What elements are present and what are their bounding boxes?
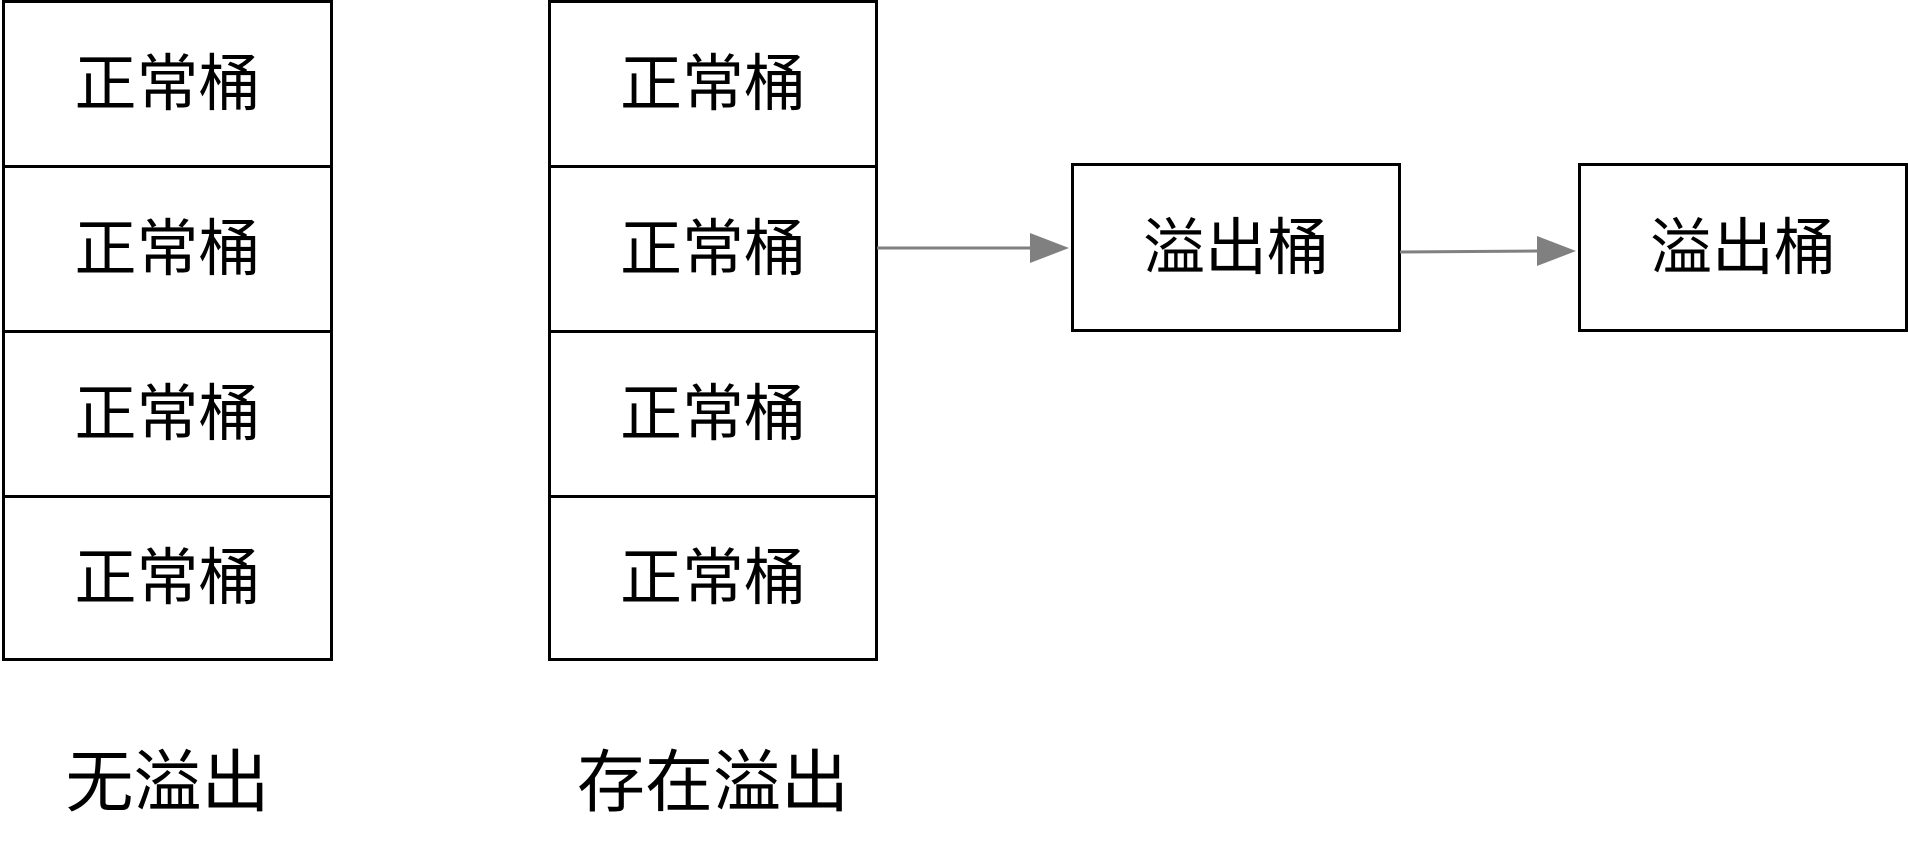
arrow-overflow-1-to-overflow-2 (1399, 236, 1576, 266)
normal-bucket-2: 正常桶 (2, 165, 333, 333)
normal-bucket-4: 正常桶 (2, 495, 333, 661)
normal-bucket-1: 正常桶 (548, 0, 878, 168)
normal-bucket-3: 正常桶 (2, 330, 333, 498)
caption-with-overflow: 存在溢出 (576, 744, 849, 823)
overflow-bucket-1: 溢出桶 (1071, 163, 1401, 332)
overflow-bucket-2: 溢出桶 (1578, 163, 1908, 332)
normal-bucket-1: 正常桶 (2, 0, 333, 168)
arrow-bucket-to-overflow-1 (877, 233, 1069, 263)
normal-bucket-4: 正常桶 (548, 495, 878, 661)
normal-bucket-2: 正常桶 (548, 165, 878, 333)
caption-no-overflow: 无溢出 (65, 744, 270, 823)
normal-bucket-3: 正常桶 (548, 330, 878, 498)
